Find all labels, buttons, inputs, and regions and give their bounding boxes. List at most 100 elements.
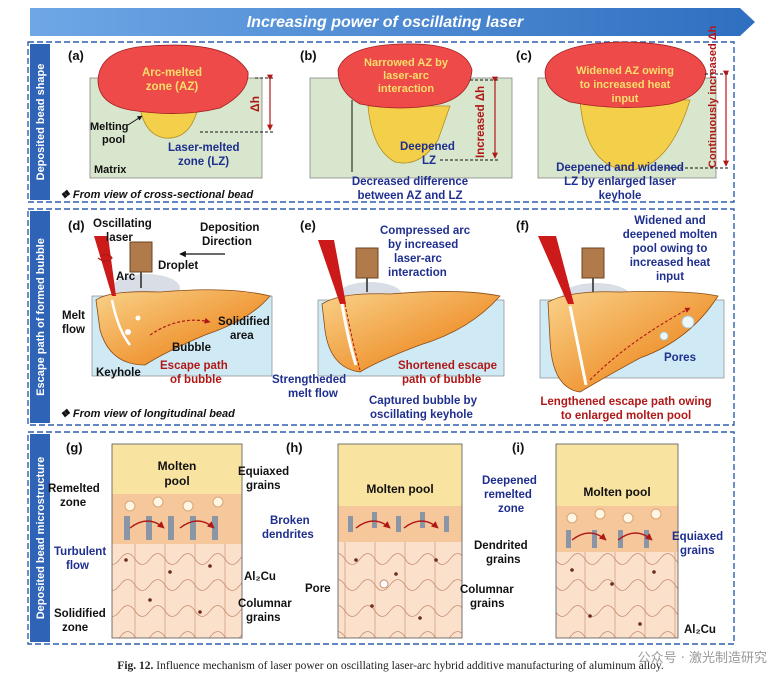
f-pores: Pores xyxy=(664,352,696,364)
g-remelted-2: zone xyxy=(60,497,86,509)
panel-a: (a) Arc-melted zone (AZ) Δh Melting pool… xyxy=(68,44,275,179)
row2-footnote: ❖ From view of longitudinal bead xyxy=(60,408,235,420)
power-banner: Increasing power of oscillating laser xyxy=(30,8,755,36)
e-comp-3: laser-arc xyxy=(394,253,443,265)
c-az-3: input xyxy=(612,93,639,105)
g-al2cu: Al₂Cu xyxy=(244,571,276,583)
b-az-2: laser-arc xyxy=(383,70,429,82)
e-comp-1: Compressed arc xyxy=(380,225,471,237)
panel-d-tag: (d) xyxy=(68,218,85,233)
panel-b-tag: (b) xyxy=(300,48,317,63)
c-dh: Continuously increased Δh xyxy=(707,25,719,168)
row-title-micro: Deposited bead microstructure xyxy=(35,457,47,620)
g-solid-1: Solidified xyxy=(54,608,106,620)
e-strength-1: Strengtheded xyxy=(272,374,346,386)
panel-d: (d) Oscillating laser Deposition Directi… xyxy=(62,218,273,386)
d-melt-2: flow xyxy=(62,324,85,336)
panel-g: (g) Molten pool Equiaxed grains Remelted… xyxy=(48,440,292,639)
d-solid-1: Solidified xyxy=(218,316,270,328)
i-al2cu: Al₂Cu xyxy=(684,624,716,636)
g-molten-1: Molten xyxy=(158,459,197,473)
c-note-3: keyhole xyxy=(599,190,642,202)
b-az-1: Narrowed AZ by xyxy=(364,57,449,69)
b-note-1: Decreased difference xyxy=(352,176,468,188)
e-comp-2: by increased xyxy=(388,239,458,251)
i-deep-1: Deepened xyxy=(482,475,537,487)
e-short-1: Shortened escape xyxy=(398,360,497,372)
dh-label: Δh xyxy=(248,96,262,112)
c-note-2: LZ by enlarged laser xyxy=(564,176,676,188)
melting-pool-1: Melting xyxy=(90,121,129,133)
banner-title: Increasing power of oscillating laser xyxy=(247,14,524,31)
panel-f: (f) Widened and deepened molten pool owi… xyxy=(516,215,725,422)
f-wide-3: pool owing to xyxy=(633,243,708,255)
g-turbulent-2: flow xyxy=(66,560,89,572)
az-label-2: zone (AZ) xyxy=(146,81,199,93)
f-wide-2: deepened molten xyxy=(623,229,718,241)
az-label-1: Arc-melted xyxy=(142,67,202,79)
d-dir-2: Direction xyxy=(202,236,252,248)
panel-h-tag: (h) xyxy=(286,440,303,455)
g-remelted-1: Remelted xyxy=(48,483,100,495)
i-dend-1: Dendrited xyxy=(474,540,528,552)
panel-c: (c) Widened AZ owing to increased heat i… xyxy=(516,25,730,202)
h-pore: Pore xyxy=(305,583,331,595)
i-dend-2: grains xyxy=(486,554,521,566)
row-title-escape: Escape path of formed bubble xyxy=(35,238,47,396)
panel-h: (h) Molten pool Broken dendrites Pore Co… xyxy=(262,440,514,639)
g-equiaxed-1: Equiaxed xyxy=(238,466,289,478)
b-az-3: interaction xyxy=(378,83,435,95)
panel-e-tag: (e) xyxy=(300,218,316,233)
f-wide-4: increased heat xyxy=(630,257,711,269)
b-deep-2: LZ xyxy=(422,155,436,167)
g-molten-2: pool xyxy=(164,474,189,488)
e-capt-2: oscillating keyhole xyxy=(370,409,473,421)
panel-i: (i) Molten pool Deepened remelted zone E… xyxy=(474,440,723,639)
d-osc-2: laser xyxy=(106,232,133,244)
b-increased-dh: Increased Δh xyxy=(475,86,487,158)
caption-text: Influence mechanism of laser power on os… xyxy=(156,660,664,672)
f-wide-1: Widened and xyxy=(634,215,705,227)
panel-e: (e) Compressed arc by increased laser-ar… xyxy=(272,218,505,421)
g-col-1: Columnar xyxy=(238,598,292,610)
c-az-2: to increased heat xyxy=(580,79,671,91)
panel-i-tag: (i) xyxy=(512,440,524,455)
h-broken-2: dendrites xyxy=(262,529,314,541)
panel-c-tag: (c) xyxy=(516,48,532,63)
e-capt-1: Captured bubble by xyxy=(369,395,478,407)
e-comp-4: interaction xyxy=(388,267,447,279)
caption-fig: Fig. 12. xyxy=(117,660,154,672)
row-tabs: Deposited bead shape Escape path of form… xyxy=(30,44,50,642)
g-equiaxed-2: grains xyxy=(246,480,281,492)
d-dir-1: Deposition xyxy=(200,222,259,234)
d-escape-1: Escape path xyxy=(160,360,228,372)
i-eq-2: grains xyxy=(680,545,715,557)
d-escape-2: of bubble xyxy=(170,374,222,386)
panel-b: (b) Narrowed AZ by laser-arc interaction… xyxy=(300,43,513,202)
row1-footnote: ❖ From view of cross-sectional bead xyxy=(60,189,254,201)
g-col-2: grains xyxy=(246,612,281,624)
f-length-2: to enlarged molten pool xyxy=(561,410,691,422)
panel-g-tag: (g) xyxy=(66,440,83,455)
panel-a-tag: (a) xyxy=(68,48,84,63)
d-droplet: Droplet xyxy=(158,260,198,272)
g-solid-2: zone xyxy=(62,622,88,634)
e-short-2: path of bubble xyxy=(402,374,481,386)
matrix-label: Matrix xyxy=(94,164,127,176)
d-keyhole: Keyhole xyxy=(96,367,141,379)
i-eq-1: Equiaxed xyxy=(672,531,723,543)
b-deep-1: Deepened xyxy=(400,141,455,153)
i-molten: Molten pool xyxy=(583,485,650,499)
f-wide-5: input xyxy=(656,271,684,283)
lz-label-1: Laser-melted xyxy=(168,142,240,154)
h-col-1: Columnar xyxy=(460,584,514,596)
melting-pool-2: pool xyxy=(102,134,125,146)
e-strength-2: melt flow xyxy=(288,388,338,400)
f-length-1: Lengthened escape path owing xyxy=(540,396,711,408)
c-note-1: Deepened and widened xyxy=(556,162,684,174)
i-deep-2: remelted xyxy=(484,489,532,501)
watermark: 公众号 · 激光制造研究 xyxy=(637,651,767,666)
row-title-shape: Deposited bead shape xyxy=(35,64,47,181)
h-molten: Molten pool xyxy=(366,482,433,496)
